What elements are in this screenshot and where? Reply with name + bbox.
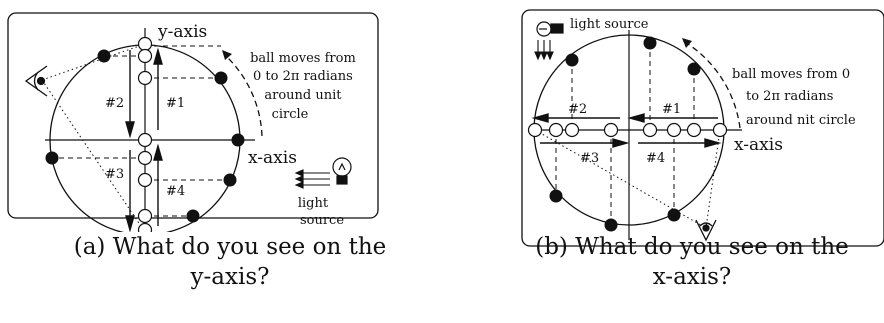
shadow-ball <box>137 36 153 52</box>
arrowhead <box>531 113 549 123</box>
arrowhead <box>612 138 630 148</box>
shadow-ball <box>564 122 580 138</box>
caption-line: x-axis? <box>652 264 732 290</box>
ball-on-circle <box>667 208 681 222</box>
motion-text-line: ball moves from 0 to 2π radians around n… <box>732 67 856 128</box>
shadow-ball <box>666 122 682 138</box>
panel-a-frame <box>7 12 379 219</box>
segment-label-2: #2 <box>568 102 587 117</box>
ball-on-circle <box>643 36 657 50</box>
panel-b-diagram: #1 #2 #3 #4 light source ball moves fro <box>521 9 884 247</box>
ball-on-circle <box>231 133 245 147</box>
ball-on-circle <box>45 151 59 165</box>
x-axis-label: x-axis <box>248 148 297 168</box>
sight-line <box>534 129 707 229</box>
light-bulb-icon <box>536 21 564 37</box>
shadow-ball <box>137 70 153 86</box>
shadow-ball <box>137 172 153 188</box>
shadow-ball <box>137 48 153 64</box>
caption-b: (b) What do you see on the x-axis? <box>500 232 884 292</box>
light-source-label: light source <box>298 196 345 228</box>
light-rays <box>294 169 330 189</box>
motion-arc-arrowhead <box>682 38 692 48</box>
eye-icon <box>695 219 717 242</box>
shadow-ball <box>548 122 564 138</box>
panel-b-frame <box>521 9 884 247</box>
shadow-ball <box>137 132 153 148</box>
arrowhead <box>125 215 135 232</box>
segment-label-3: #3 <box>580 151 599 166</box>
sight-line <box>41 43 146 81</box>
arrowhead <box>153 47 163 65</box>
shadow-ball <box>603 122 619 138</box>
segment-label-3: #3 <box>105 167 124 182</box>
ball-on-circle <box>97 49 111 63</box>
x-axis-label: x-axis <box>734 135 783 155</box>
ball-on-circle <box>214 71 228 85</box>
segment-label-1: #1 <box>166 96 185 111</box>
caption-line: y-axis? <box>190 264 270 290</box>
motion-arc-arrowhead <box>222 50 232 60</box>
shadow-ball <box>137 222 153 232</box>
arrowhead <box>125 121 135 139</box>
light-rays <box>534 40 554 61</box>
segment-label-2: #2 <box>105 96 124 111</box>
ball-on-circle <box>186 209 200 223</box>
shadow-ball <box>712 122 728 138</box>
segment-label-4: #4 <box>166 184 185 199</box>
motion-arc-arrow <box>687 43 741 129</box>
light-source-label: light source <box>570 17 649 32</box>
caption-a: (a) What do you see on the y-axis? <box>0 232 460 292</box>
ball-on-circle <box>687 62 701 76</box>
ball-on-circle <box>223 173 237 187</box>
shadow-ball <box>642 122 658 138</box>
shadow-ball <box>137 150 153 166</box>
eye-icon <box>24 65 48 97</box>
segment-label-4: #4 <box>646 151 665 166</box>
motion-arc-arrow <box>225 55 263 137</box>
segment-label-1: #1 <box>662 102 681 117</box>
shadow-ball <box>137 208 153 224</box>
panel-a-diagram: y-axis x-axis #1 #2 #3 #4 <box>7 12 379 232</box>
shadow-ball <box>527 122 543 138</box>
caption-line: (b) What do you see on the <box>535 234 849 260</box>
motion-text-line: ball moves from 0 to 2π radians around u… <box>250 51 360 122</box>
arrowhead <box>704 138 722 148</box>
ball-on-circle <box>604 218 618 232</box>
shadow-ball <box>686 122 702 138</box>
arrowhead <box>153 143 163 161</box>
sight-line <box>41 79 146 232</box>
arrowhead <box>627 113 645 123</box>
caption-line: (a) What do you see on the <box>73 234 387 260</box>
light-bulb-icon <box>332 157 352 185</box>
sight-line <box>705 129 721 229</box>
ball-on-circle <box>565 53 579 67</box>
y-axis-label: y-axis <box>157 22 207 42</box>
ball-on-circle <box>549 189 563 203</box>
